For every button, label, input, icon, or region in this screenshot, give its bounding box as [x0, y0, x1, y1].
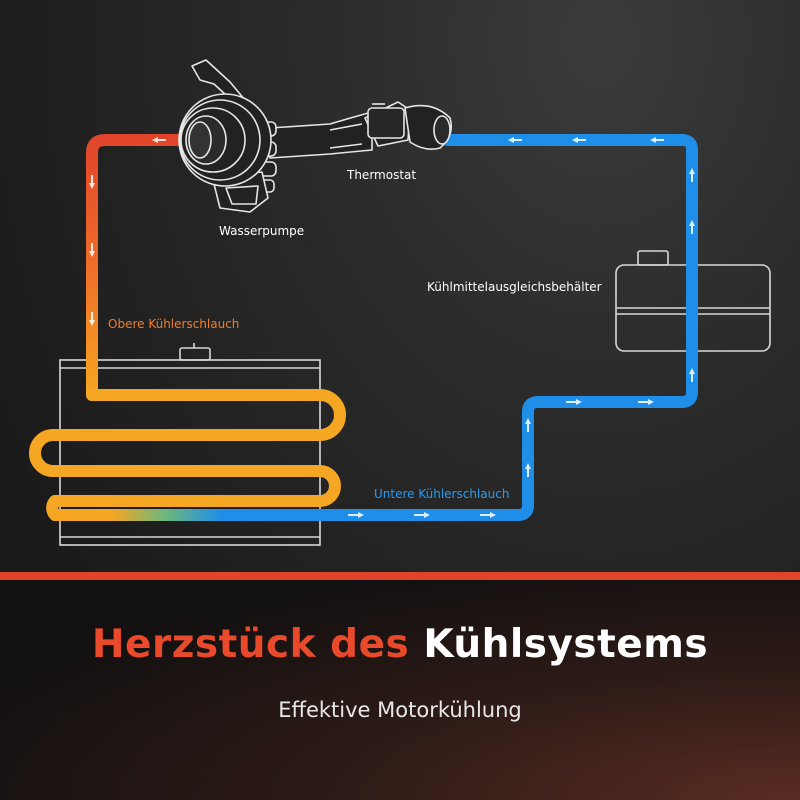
thermostat-icon [269, 101, 453, 159]
headline: Herzstück des Kühlsystems [0, 622, 800, 667]
accent-divider [0, 572, 800, 580]
footer-panel [0, 580, 800, 800]
upper-hose-line [86, 134, 198, 401]
arrow-up-icon [525, 418, 531, 432]
arrow-up-icon [689, 168, 695, 182]
arrow-right-icon [480, 512, 496, 518]
headline-part1: Herzstück des [91, 622, 410, 667]
water-pump-icon [178, 59, 277, 213]
arrow-down-icon [89, 243, 95, 257]
arrow-left-icon [508, 137, 522, 143]
coil-to-lower-hose-line [46, 495, 336, 521]
headline-part2: Kühlsystems [423, 622, 709, 667]
subheadline: Effektive Motorkühlung [278, 698, 522, 722]
radiator [59, 343, 321, 546]
flow-arrows [89, 137, 695, 518]
cooling-system-diagram: Wasserpumpe Thermostat Kühlmittelausglei… [29, 59, 771, 546]
arrow-up-icon [525, 463, 531, 477]
arrow-right-icon [638, 399, 654, 405]
arrow-right-icon [414, 512, 430, 518]
arrow-left-icon [572, 137, 586, 143]
lower-hose-line [324, 134, 698, 521]
arrow-left-icon [650, 137, 664, 143]
thermostat-label: Thermostat [346, 168, 416, 182]
arrow-up-icon [689, 220, 695, 234]
coolant-reservoir-label: Kühlmittelausgleichsbehälter [427, 280, 602, 294]
lower-hose-label: Untere Kühlerschlauch [374, 487, 509, 501]
upper-hose-label: Obere Kühlerschlauch [108, 317, 239, 331]
arrow-down-icon [89, 175, 95, 189]
arrow-right-icon [348, 512, 364, 518]
arrow-left-icon [152, 137, 166, 143]
arrow-right-icon [566, 399, 582, 405]
radiator-coil-line [29, 388, 346, 507]
arrow-down-icon [89, 312, 95, 326]
arrow-up-icon [689, 368, 695, 382]
water-pump-label: Wasserpumpe [219, 224, 304, 238]
